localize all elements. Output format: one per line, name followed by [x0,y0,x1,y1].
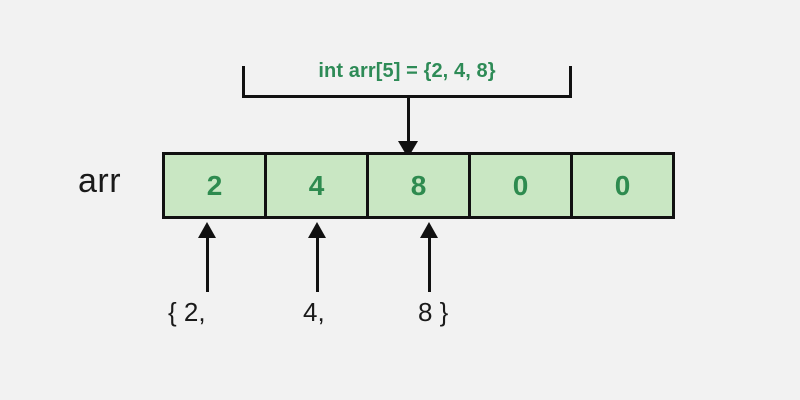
initializer-callout-1: 4, [303,297,325,327]
declaration-label: int arr[5] = {2, 4, 8} [318,60,496,82]
up-arrow-1-icon [308,222,327,292]
array-name-label: arr [78,162,122,200]
array-cell-1: 4 [267,155,369,216]
array-cell-3: 0 [471,155,573,216]
initializer-callout-0: { 2, [168,297,206,327]
up-arrow-0-icon [198,222,217,292]
array-cell-0: 2 [165,155,267,216]
initializer-callout-2: 8 } [418,297,449,327]
down-arrow-stem-icon [407,96,410,144]
up-arrow-2-icon [420,222,439,292]
array-cell-2: 8 [369,155,471,216]
bracket-tick-right-icon [569,66,572,98]
array-cell-4: 0 [573,155,672,216]
bracket-tick-left-icon [242,66,245,98]
array-boxes: 2 4 8 0 0 [162,152,675,219]
